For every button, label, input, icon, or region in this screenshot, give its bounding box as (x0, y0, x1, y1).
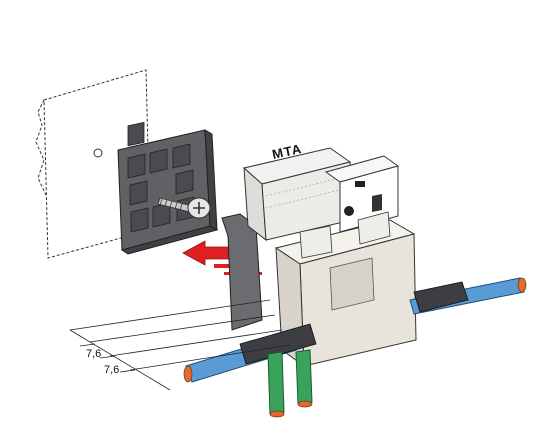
dimension-lines (69, 299, 291, 391)
rear-block (221, 213, 263, 331)
blue-wire-right (409, 277, 527, 315)
green-wires (267, 349, 313, 418)
mounting-plate (117, 121, 219, 255)
fuse-holder (274, 211, 417, 368)
fuse-rating-icon (344, 206, 354, 216)
dimension-label-1: 7,6 (86, 348, 102, 360)
wall-hole (93, 148, 103, 158)
wall-edge (35, 99, 47, 196)
dimension-label-2: 7,6 (104, 364, 120, 376)
fuse-block (242, 147, 353, 242)
screw (157, 197, 211, 219)
blue-wire-left (183, 323, 317, 383)
